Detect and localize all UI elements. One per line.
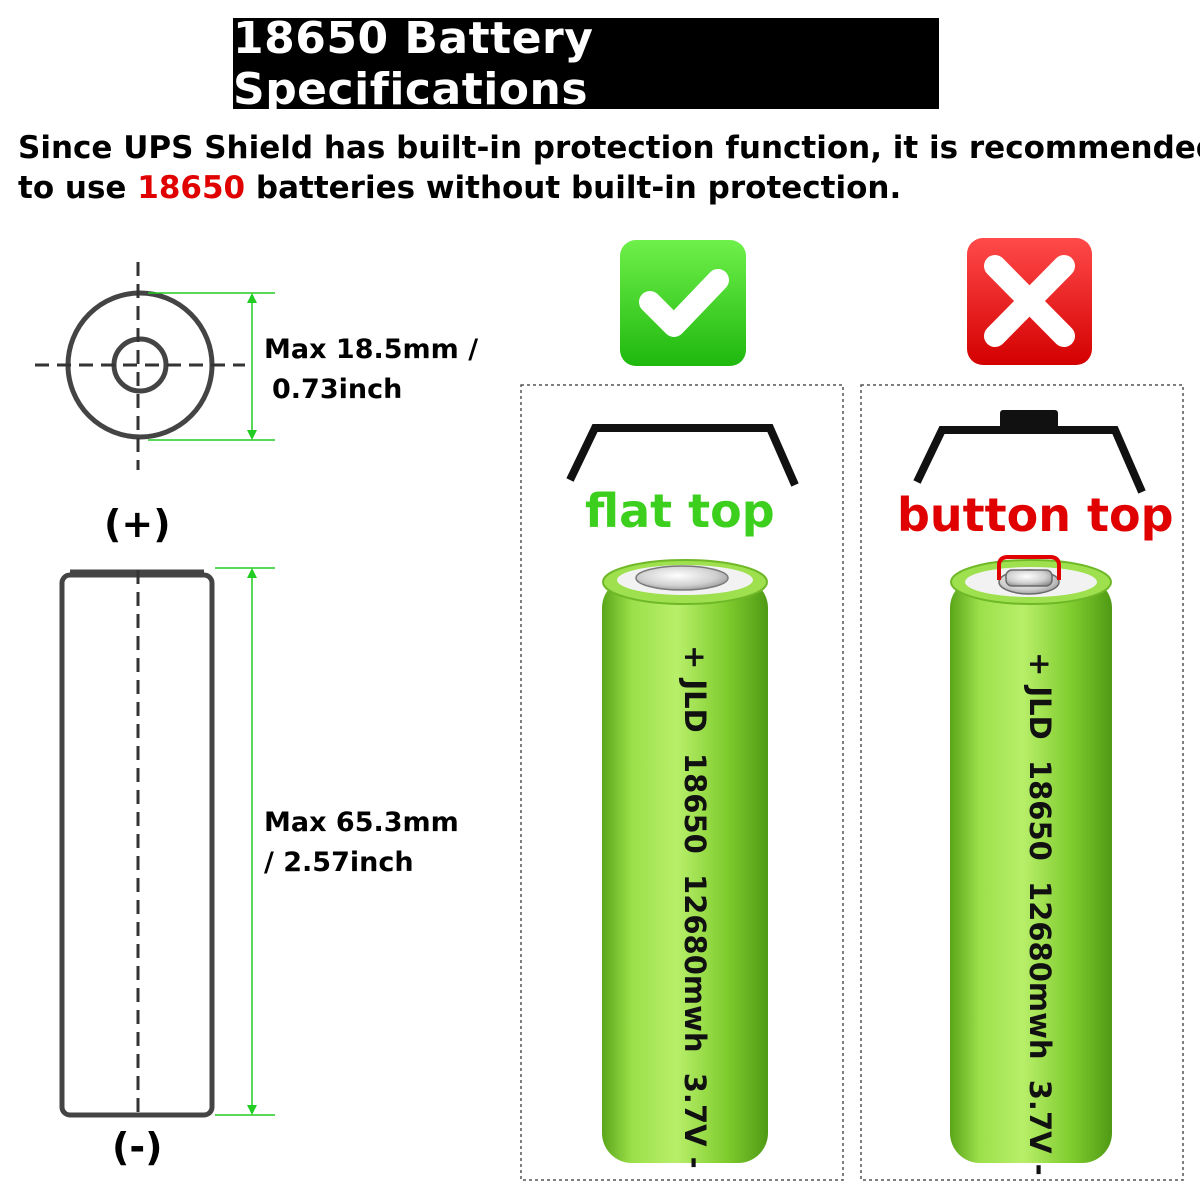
flat-battery-label: + JLD 18650 12680mwh 3.7V - <box>678 645 712 1169</box>
flat-top-profile <box>566 424 799 487</box>
length-label: Max 65.3mm / 2.57inch <box>264 803 459 883</box>
diameter-line-1: Max 18.5mm / <box>264 334 479 365</box>
intro-highlight: 18650 <box>137 170 246 206</box>
diameter-line-2: 0.73inch <box>272 374 403 405</box>
negative-pole-label: (-) <box>112 1125 163 1169</box>
battery-top-view <box>35 262 245 470</box>
intro-line-2: to use 18650 batteries without built-in … <box>18 168 1198 208</box>
intro-line-2-prefix: to use <box>18 170 138 206</box>
check-icon <box>620 240 746 366</box>
diameter-dimension <box>148 292 275 441</box>
length-line-1: Max 65.3mm <box>264 807 459 838</box>
flat-top-battery <box>602 559 768 1163</box>
flat-top-label: flat top <box>585 484 775 538</box>
button-battery-label: + JLD 18650 12680mwh 3.7V - <box>1023 652 1057 1176</box>
button-top-label: button top <box>897 488 1174 542</box>
page-title: 18650 Battery Specifications <box>233 13 939 115</box>
button-top-panel <box>860 384 1184 1181</box>
flat-top-panel <box>520 384 844 1181</box>
battery-side-view <box>59 569 215 1118</box>
intro-line-1: Since UPS Shield has built-in protection… <box>18 130 1200 166</box>
diameter-label: Max 18.5mm / 0.73inch <box>264 330 478 410</box>
positive-pole-label: (+) <box>104 502 171 546</box>
length-line-2: / 2.57inch <box>264 847 414 878</box>
length-dimension <box>215 567 275 1116</box>
button-top-profile <box>913 410 1146 494</box>
intro-line-2-suffix: batteries without built-in protection. <box>245 170 902 206</box>
cross-icon <box>967 238 1092 365</box>
intro-text: Since UPS Shield has built-in protection… <box>18 128 1200 208</box>
button-top-battery <box>950 555 1112 1163</box>
